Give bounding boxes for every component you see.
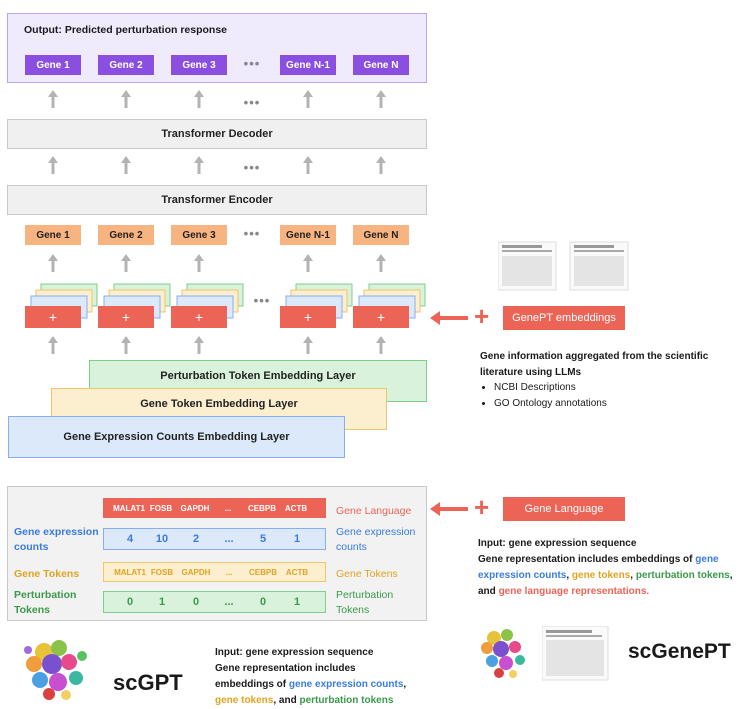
perturbation-tokens-label-right: Perturbation Tokens xyxy=(336,589,394,616)
gene-tokens-label-right: Gene Tokens xyxy=(336,568,398,580)
arrows-ellipsis-2: ••• xyxy=(243,160,261,175)
pert-1a: 1 xyxy=(158,596,166,608)
pert-0c: 0 xyxy=(259,596,267,608)
scgenept-umap-icon xyxy=(481,629,525,678)
tok-actb: ACTB xyxy=(285,567,309,577)
gene-expression-label-left: Gene expression counts xyxy=(14,526,99,553)
perturbation-row: 0 1 0 ... 0 1 xyxy=(103,591,326,613)
arrows-row-3 xyxy=(48,254,386,272)
genept-embeddings-button: GenePT embeddings xyxy=(503,306,625,330)
lang-cebpb: CEBPB xyxy=(247,503,276,513)
scgenept-name: scGenePT xyxy=(628,640,731,663)
arrows-ellipsis-1: ••• xyxy=(243,95,261,110)
literature-docs-icon xyxy=(498,241,629,291)
expr-4: 4 xyxy=(126,533,134,545)
expression-row: 4 10 2 ... 5 1 xyxy=(103,528,326,550)
output-gene-1: Gene 1 xyxy=(25,55,81,75)
gene-language-button: Gene Language xyxy=(503,497,625,521)
output-gene-3: Gene 3 xyxy=(171,55,227,75)
input-gene-1: Gene 1 xyxy=(25,225,81,245)
scgenept-line1: Input: gene expression sequence xyxy=(478,538,637,549)
input-gene-n: Gene N xyxy=(353,225,409,245)
transformer-encoder: Transformer Encoder xyxy=(7,185,427,215)
input-gene-2: Gene 2 xyxy=(98,225,154,245)
arrows-row-4 xyxy=(48,336,386,354)
plus-icon-genept: + xyxy=(474,301,490,331)
output-gene-n-1: Gene N-1 xyxy=(280,55,336,75)
bullet-go: GO Ontology annotations xyxy=(494,396,607,412)
token-row: MALAT1 FOSB GAPDH ... CEBPB ACTB xyxy=(103,562,326,582)
tok-fosb: FOSB xyxy=(150,567,174,577)
input-gene-n-1: Gene N-1 xyxy=(280,225,336,245)
expr-10: 10 xyxy=(155,533,169,545)
language-row: MALAT1 FOSB GAPDH ... CEBPB ACTB xyxy=(103,498,326,518)
gene-language-label: Gene Language xyxy=(336,505,412,517)
scgpt-line4: gene tokens, and perturbation tokens xyxy=(215,695,394,706)
lang-fosb: FOSB xyxy=(149,503,173,513)
plus-stack-3: + xyxy=(171,306,227,328)
output-title: Output: Predicted perturbation response xyxy=(24,24,228,36)
scgpt-line3: embeddings of gene expression counts, xyxy=(215,679,407,690)
output-gene-2: Gene 2 xyxy=(98,55,154,75)
expr-2: 2 xyxy=(192,533,200,545)
scgenept-line2: Gene representation includes embeddings … xyxy=(478,554,733,597)
left-arrow-icon-language xyxy=(430,502,468,516)
pert-0a: 0 xyxy=(126,596,134,608)
stack-ellipsis: ••• xyxy=(253,293,271,308)
scgpt-description: Input: gene expression sequence Gene rep… xyxy=(215,645,425,709)
expr-ellipsis: ... xyxy=(224,533,234,545)
scgpt-umap-icon xyxy=(24,640,87,700)
lang-malat1: MALAT1 xyxy=(113,503,145,513)
gene-expression-label-right: Gene expression counts xyxy=(336,526,416,553)
plus-stack-2: + xyxy=(98,306,154,328)
left-arrow-icon-genept xyxy=(430,311,468,325)
perturbation-tokens-label-left: Perturbation Tokens xyxy=(14,589,77,616)
scgenept-tok: gene tokens xyxy=(571,570,631,581)
scgpt-tok: gene tokens xyxy=(215,695,274,706)
expr-5: 5 xyxy=(259,533,267,545)
gene-tokens-label-left: Gene Tokens xyxy=(14,568,80,580)
scgpt-name: scGPT xyxy=(113,670,183,695)
arrows-row-1 xyxy=(48,90,386,108)
pert-0b: 0 xyxy=(192,596,200,608)
lang-actb: ACTB xyxy=(284,503,308,513)
genept-bullets: NCBI Descriptions GO Ontology annotation… xyxy=(478,380,607,412)
tok-cebpb: CEBPB xyxy=(248,567,277,577)
scgpt-expr: gene expression counts xyxy=(288,679,404,690)
transformer-decoder: Transformer Decoder xyxy=(7,119,427,149)
tok-malat1: MALAT1 xyxy=(114,567,146,577)
plus-stack-n: + xyxy=(353,306,409,328)
plus-stack-n-1: + xyxy=(280,306,336,328)
output-gene-n: Gene N xyxy=(353,55,409,75)
expr-1: 1 xyxy=(293,533,301,545)
scgpt-pert: perturbation tokens xyxy=(299,695,394,706)
output-ellipsis: ••• xyxy=(243,56,261,71)
scgenept-description: Input: gene expression sequence Gene rep… xyxy=(478,536,736,600)
input-gene-3: Gene 3 xyxy=(171,225,227,245)
scgenept-expr: gene expression counts xyxy=(478,554,719,581)
scgpt-line2: Gene representation includes xyxy=(215,663,356,674)
tok-ellipsis: ... xyxy=(225,567,233,577)
scgenept-doc-icon xyxy=(542,626,609,681)
input-ellipsis: ••• xyxy=(243,226,261,241)
plus-stack-1: + xyxy=(25,306,81,328)
expression-embedding-layer: Gene Expression Counts Embedding Layer xyxy=(8,416,345,458)
genept-info-title: Gene information aggregated from the sci… xyxy=(480,351,709,378)
plus-icon-language: + xyxy=(474,492,490,522)
tok-gapdh: GAPDH xyxy=(181,567,211,577)
lang-gapdh: GAPDH xyxy=(180,503,210,513)
arrows-row-2 xyxy=(48,156,386,174)
pert-1b: 1 xyxy=(293,596,301,608)
scgenept-lang: gene language representations xyxy=(498,586,647,597)
lang-ellipsis: ... xyxy=(224,503,232,513)
scgenept-pert: perturbation tokens xyxy=(635,570,730,581)
pert-ellipsis: ... xyxy=(224,596,234,608)
scgpt-line1: Input: gene expression sequence xyxy=(215,647,374,658)
bullet-ncbi: NCBI Descriptions xyxy=(494,380,607,396)
